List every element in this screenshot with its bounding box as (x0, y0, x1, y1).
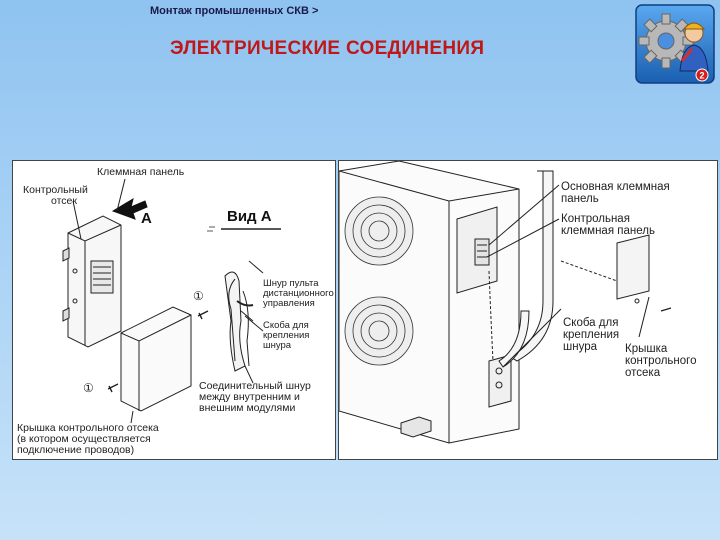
bracket-label-3: шнура (263, 340, 292, 351)
terminal-panel-label: Клеммная панель (97, 166, 185, 178)
control-box-cover (120, 306, 192, 412)
cover-label-1: Крышка контрольного отсека (17, 422, 159, 434)
control-cord (488, 270, 494, 362)
remote-cord-label-3: управления (263, 298, 315, 309)
cover-label-r2: контрольного (625, 355, 697, 367)
remote-cord-label-1: Шнур пульта (263, 278, 319, 289)
main-terminal-block (474, 238, 490, 266)
control-terminal-label-2: клеммная панель (561, 225, 655, 237)
outdoor-unit-diagram-panel: Основная клеммная панель Контрольная кле… (338, 160, 718, 460)
control-box-label-2: отсек (51, 195, 77, 207)
control-terminal-label-1: Контрольная (561, 213, 630, 225)
remote-cord (228, 278, 236, 362)
outdoor-unit-drawing (339, 161, 672, 444)
main-terminal-label-1: Основная клеммная (561, 181, 670, 193)
bracket-label-1: Скоба для (263, 320, 309, 331)
control-cover-plate (616, 234, 650, 300)
cover-label-r3: отсека (625, 367, 661, 379)
cover-label-r1: Крышка (625, 343, 668, 355)
page-title: ЭЛЕКТРИЧЕСКИЕ СОЕДИНЕНИЯ (170, 38, 485, 59)
refrigerant-pipe (510, 170, 554, 362)
gear-worker-logo-icon: 2 (635, 4, 715, 84)
fan-grille (344, 196, 414, 366)
logo-badge: 2 (699, 71, 704, 81)
control-box-label-1: Контрольный (23, 184, 88, 196)
bracket-label-r3: шнура (563, 341, 597, 353)
terminal-block (90, 260, 114, 294)
marker-2: ① (83, 381, 94, 395)
bracket-label-2: крепления (263, 330, 310, 341)
bracket-label-r2: крепления (563, 329, 620, 341)
marker-1: ① (193, 289, 204, 303)
conn-cord-label-1: Соединительный шнур (199, 380, 311, 392)
control-box-drawing (62, 178, 281, 424)
connection-cord (242, 290, 250, 367)
bracket-label-r1: Скоба для (563, 317, 619, 329)
conn-cord-label-3: внешним модулями (199, 402, 296, 414)
control-box-diagram-panel: Клеммная панель Контрольный отсек A Вид … (12, 160, 336, 460)
arrow-a-label: A (141, 210, 152, 227)
view-a-label: Вид А (227, 208, 272, 225)
view-a-arrow-icon (111, 197, 148, 220)
conn-cord-label-2: между внутренним и (199, 391, 300, 403)
cover-label-2: (в котором осуществляется (17, 433, 151, 445)
remote-cord-label-2: дистанционного (263, 288, 334, 299)
breadcrumb: Монтаж промышленных СКВ > (150, 5, 319, 17)
cover-label-3: подключение проводов) (17, 444, 135, 456)
main-terminal-label-2: панель (561, 193, 599, 205)
